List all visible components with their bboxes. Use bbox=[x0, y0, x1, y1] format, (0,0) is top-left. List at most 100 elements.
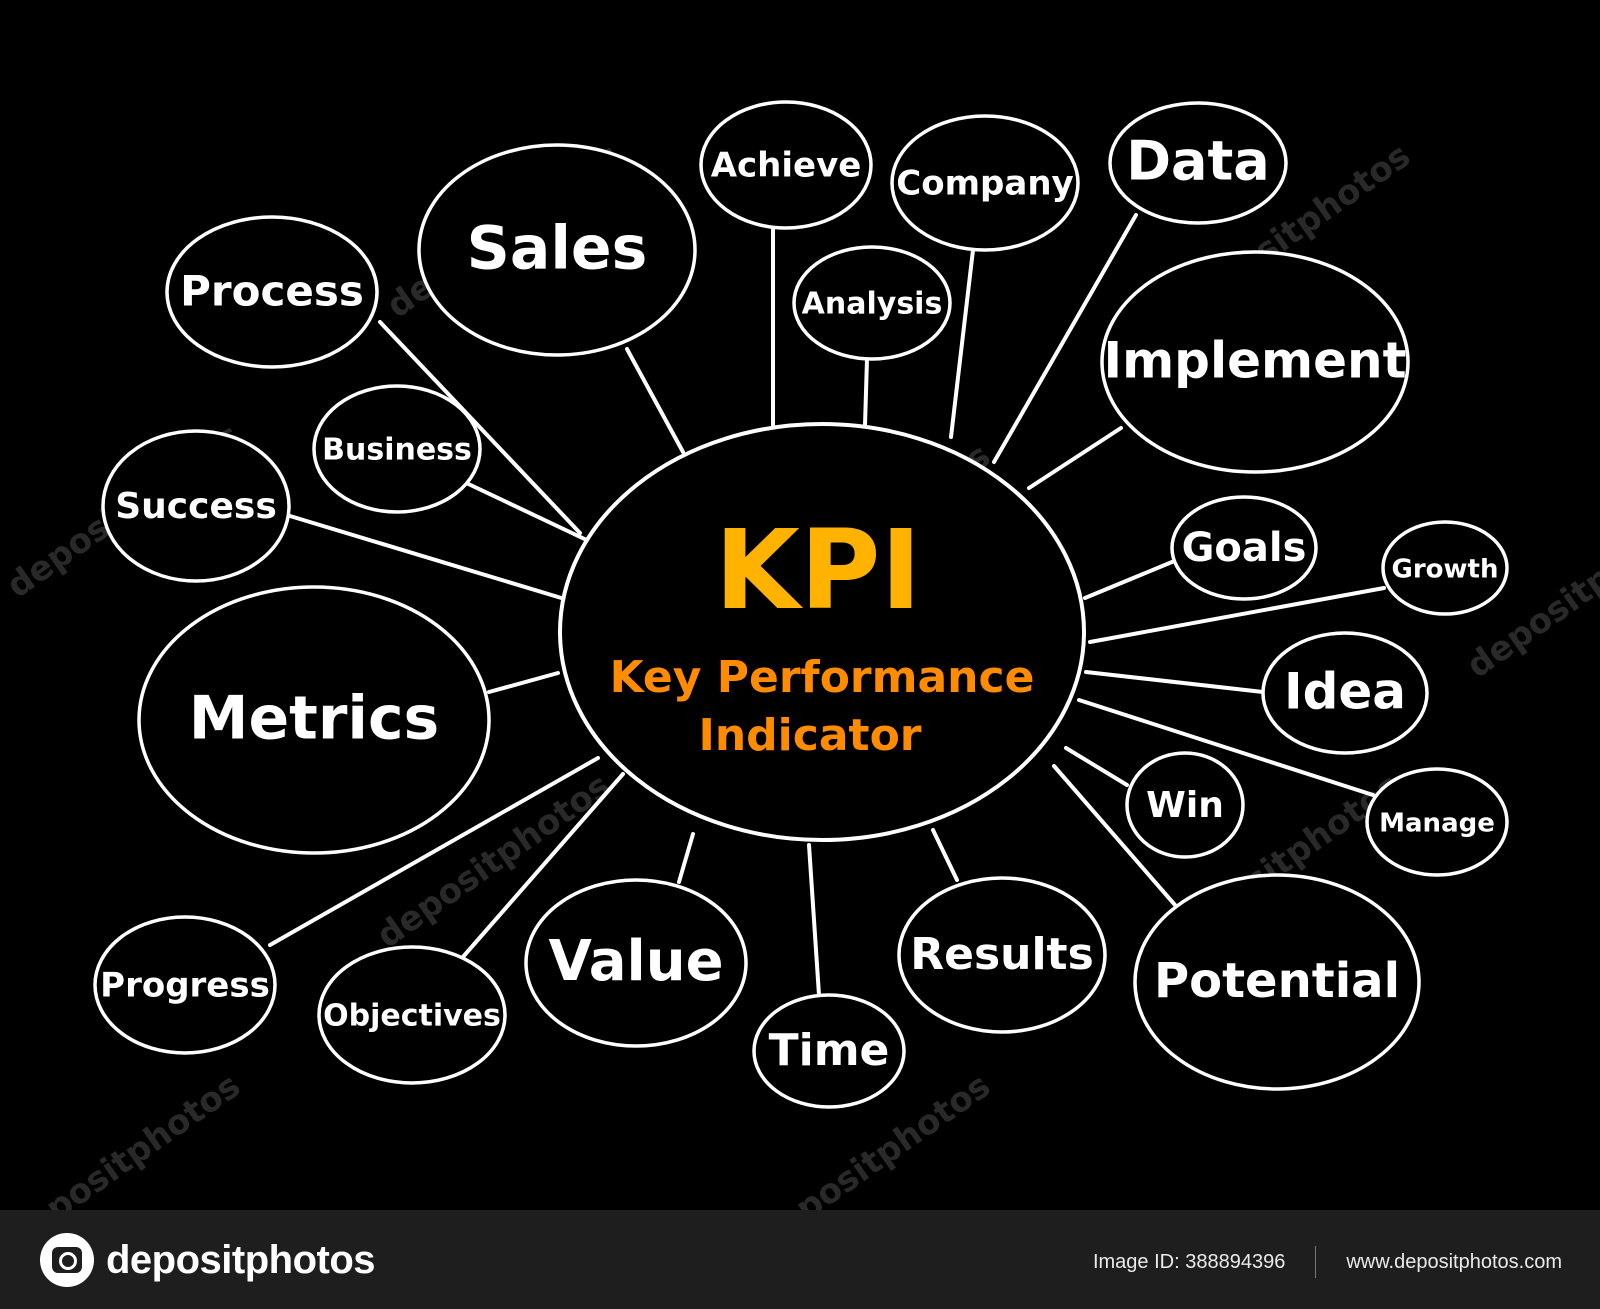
node-ellipse-company bbox=[890, 114, 1080, 252]
connector-metrics bbox=[487, 671, 560, 694]
node-win: Win bbox=[1125, 751, 1245, 859]
node-ellipse-time bbox=[752, 993, 906, 1109]
footer-logo: depositphotos bbox=[40, 1230, 376, 1290]
node-ellipse-manage bbox=[1365, 767, 1509, 877]
stock-footer: depositphotos Image ID: 388894396 www.de… bbox=[0, 1210, 1600, 1309]
node-ellipse-progress bbox=[93, 915, 277, 1055]
node-value: Value bbox=[524, 878, 748, 1048]
node-growth: Growth bbox=[1381, 520, 1509, 616]
node-sales: Sales bbox=[417, 143, 697, 357]
connector-growth bbox=[1088, 586, 1386, 644]
node-potential: Potential bbox=[1133, 873, 1421, 1091]
node-results: Results bbox=[897, 876, 1107, 1034]
node-success: Success bbox=[101, 429, 291, 583]
node-label-objectives: Objectives bbox=[323, 999, 501, 1034]
node-label-implement: Implement bbox=[1103, 332, 1406, 390]
node-metrics: Metrics bbox=[137, 585, 491, 855]
node-ellipse-achieve bbox=[699, 100, 873, 230]
node-ellipse-goals bbox=[1170, 495, 1318, 601]
footer-divider bbox=[1315, 1246, 1317, 1278]
node-ellipse-process bbox=[165, 215, 379, 369]
connector-analysis bbox=[863, 357, 869, 427]
node-ellipse-sales bbox=[417, 143, 697, 357]
node-business: Business bbox=[312, 384, 482, 514]
connector-data bbox=[992, 213, 1138, 464]
center-subtitle-line1: Key Performance bbox=[610, 652, 1035, 703]
node-analysis: Analysis bbox=[792, 245, 952, 361]
node-label-progress: Progress bbox=[100, 966, 270, 1006]
connector-goals bbox=[1083, 560, 1174, 600]
center-title: KPI bbox=[715, 506, 922, 634]
connector-company bbox=[949, 248, 975, 439]
node-ellipse-results bbox=[897, 876, 1107, 1034]
node-manage: Manage bbox=[1365, 767, 1509, 877]
node-label-metrics: Metrics bbox=[189, 684, 440, 754]
node-label-results: Results bbox=[910, 929, 1094, 980]
node-ellipse-objectives bbox=[317, 945, 507, 1085]
connector-success bbox=[288, 514, 570, 602]
node-label-process: Process bbox=[180, 267, 364, 316]
node-label-idea: Idea bbox=[1284, 663, 1406, 721]
connector-implement bbox=[1027, 426, 1123, 490]
node-ellipse-data bbox=[1108, 101, 1288, 225]
node-label-sales: Sales bbox=[467, 214, 648, 284]
node-ellipse-win bbox=[1125, 751, 1245, 859]
connector-time bbox=[807, 843, 821, 997]
node-label-value: Value bbox=[548, 929, 723, 994]
node-label-achieve: Achieve bbox=[711, 146, 862, 186]
node-ellipse-analysis bbox=[792, 245, 952, 361]
node-ellipse-implement bbox=[1100, 250, 1410, 474]
node-ellipse-value bbox=[524, 878, 748, 1048]
connector-objectives bbox=[460, 772, 625, 960]
node-company: Company bbox=[890, 114, 1080, 252]
node-label-manage: Manage bbox=[1379, 809, 1495, 839]
footer-meta: Image ID: 388894396 www.depositphotos.co… bbox=[1093, 1246, 1562, 1278]
node-ellipse-success bbox=[101, 429, 291, 583]
node-objectives: Objectives bbox=[317, 945, 507, 1085]
node-process: Process bbox=[165, 215, 379, 369]
node-label-success: Success bbox=[115, 486, 277, 527]
connector-sales bbox=[625, 347, 685, 454]
node-idea: Idea bbox=[1261, 631, 1429, 755]
center-node: KPI Key Performance Indicator bbox=[558, 422, 1086, 842]
footer-brand: depositphotos bbox=[106, 1237, 376, 1282]
center-ellipse bbox=[558, 422, 1086, 842]
connector-potential bbox=[1052, 764, 1177, 907]
node-progress: Progress bbox=[93, 915, 277, 1055]
connector-manage bbox=[1077, 698, 1375, 797]
connector-value bbox=[677, 832, 695, 884]
node-label-growth: Growth bbox=[1392, 555, 1499, 585]
node-ellipse-business bbox=[312, 384, 482, 514]
connector-results bbox=[931, 828, 959, 882]
node-ellipse-potential bbox=[1133, 873, 1421, 1091]
connector-progress bbox=[268, 756, 600, 947]
node-label-analysis: Analysis bbox=[802, 287, 943, 322]
node-implement: Implement bbox=[1100, 250, 1410, 474]
center-subtitle-line2: Indicator bbox=[698, 710, 921, 761]
site-url: www.depositphotos.com bbox=[1346, 1250, 1562, 1273]
node-ellipse-growth bbox=[1381, 520, 1509, 616]
image-id: Image ID: 388894396 bbox=[1092, 1250, 1286, 1273]
node-layer: Process Sales Achieve Company DataAnalysisIm… bbox=[93, 100, 1509, 1109]
node-time: Time bbox=[752, 993, 906, 1109]
node-achieve: Achieve bbox=[699, 100, 873, 230]
connector-idea bbox=[1084, 670, 1265, 694]
node-label-win: Win bbox=[1146, 785, 1224, 826]
node-label-company: Company bbox=[896, 164, 1073, 204]
node-label-business: Business bbox=[322, 433, 472, 468]
connector-lines bbox=[268, 213, 1386, 997]
node-label-goals: Goals bbox=[1182, 525, 1307, 571]
node-label-data: Data bbox=[1126, 130, 1270, 193]
node-goals: Goals bbox=[1170, 495, 1318, 601]
watermark-text: depositphotos bbox=[0, 1066, 248, 1210]
connector-business bbox=[458, 478, 595, 545]
connector-process bbox=[378, 320, 582, 535]
node-ellipse-idea bbox=[1261, 631, 1429, 755]
connector-win bbox=[1064, 746, 1129, 787]
node-label-potential: Potential bbox=[1154, 953, 1400, 1009]
node-ellipse-metrics bbox=[137, 585, 491, 855]
node-data: Data bbox=[1108, 101, 1288, 225]
camera-logo-icon bbox=[40, 1233, 94, 1287]
